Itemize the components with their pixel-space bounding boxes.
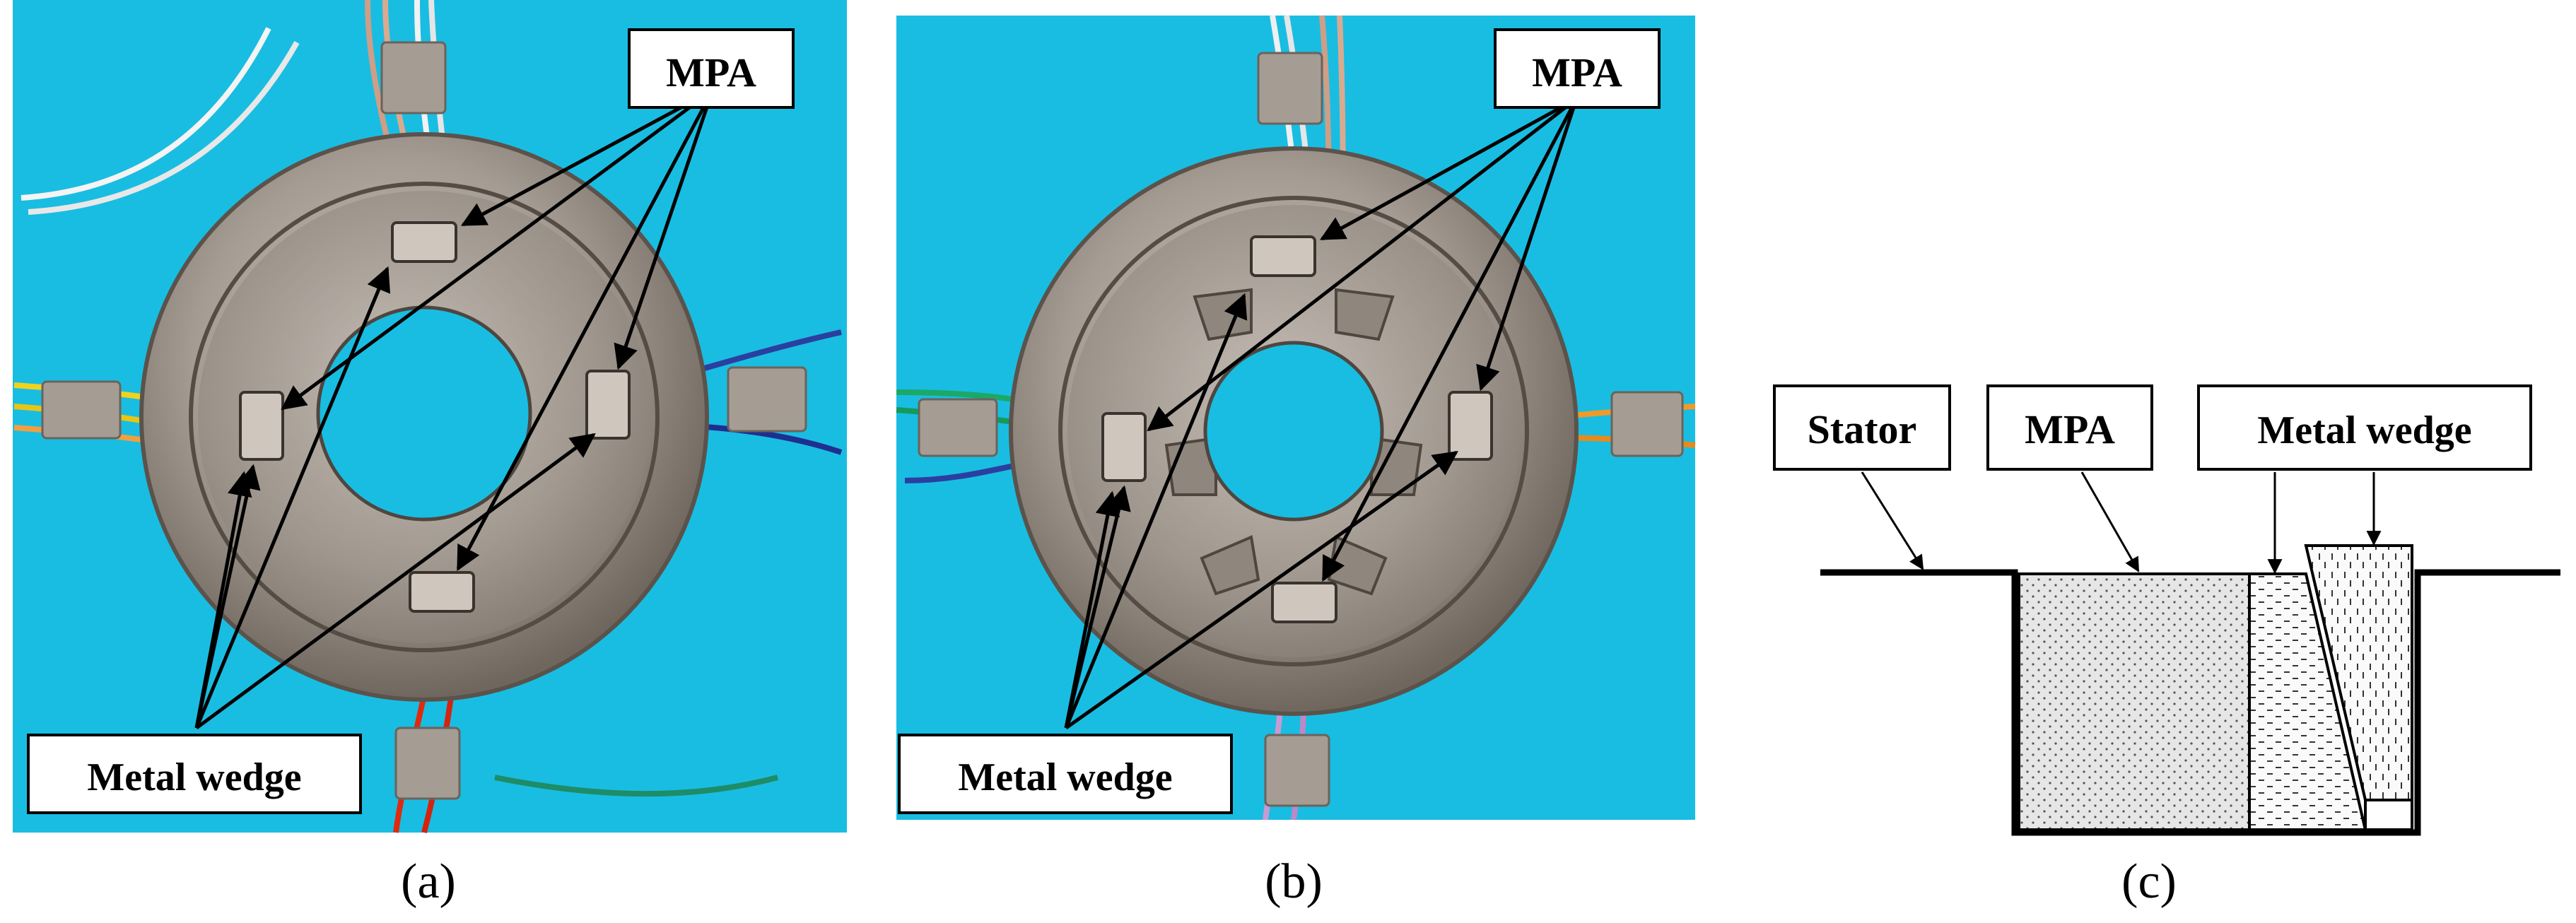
panel-b-caption: (b) xyxy=(1265,854,1323,909)
panel-c-stator-outline xyxy=(1820,569,2560,836)
panel-c-mpa-label-box xyxy=(1986,384,2153,471)
panel-c-wedge-base xyxy=(2364,799,2413,831)
panel-b-wedge-label: Metal wedge xyxy=(958,756,1172,799)
panel-c-mpa-block xyxy=(2018,572,2251,831)
panel-c-wedge-label: Metal wedge xyxy=(2257,408,2471,452)
panel-b-arrows xyxy=(1064,97,1579,730)
panel-a-mount-tabs xyxy=(41,41,807,800)
panel-c-stator-label-box xyxy=(1773,384,1951,471)
panel-b-mount-tabs xyxy=(918,52,1684,807)
panel-a-mpa-label-box xyxy=(628,28,795,109)
panel-b-mpa-blocks xyxy=(1101,235,1493,623)
panel-b-mpa-label: MPA xyxy=(1532,49,1622,95)
panel-b-stator-ring xyxy=(1058,196,1529,666)
panel-a-arrows xyxy=(194,88,715,730)
panel-a-stator-ring xyxy=(189,182,660,652)
panel-b-mpa-label-box xyxy=(1494,28,1661,109)
panel-a-wedge-label: Metal wedge xyxy=(87,756,301,799)
panel-c-caption: (c) xyxy=(2121,854,2177,909)
panel-a-mpa-label: MPA xyxy=(666,49,756,95)
panel-c-wedge-label-box xyxy=(2197,384,2532,471)
panel-c: Stator MPA Metal wedge (c) xyxy=(1773,384,2560,909)
panel-a-mpa-blocks xyxy=(239,221,631,613)
panel-a-wedge-label-box xyxy=(27,734,362,814)
panel-c-arrows xyxy=(1861,471,2382,575)
panel-b-bore xyxy=(1203,341,1384,522)
panel-a-caption: (a) xyxy=(401,854,456,909)
panel-b: MPA Metal wedge (b) xyxy=(896,15,1696,909)
panel-b-wedge-label-box xyxy=(898,734,1233,814)
panel-a-bore xyxy=(316,305,532,522)
panel-c-mpa-label: MPA xyxy=(2025,406,2115,452)
panel-a: MPA Metal wedge (a) xyxy=(13,0,847,909)
panel-c-stator-label: Stator xyxy=(1808,406,1917,452)
